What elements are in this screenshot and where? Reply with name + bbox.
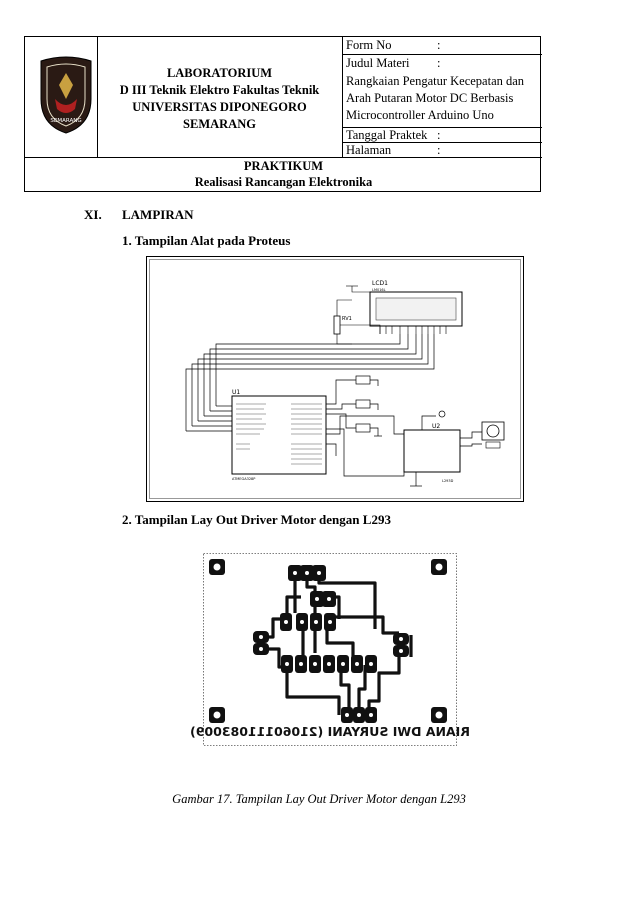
pcb-layout: RIANA DWI SURYANI (21060111083009) (190, 553, 470, 746)
motor-driver-l293d (403, 429, 461, 473)
judul-label: Judul Materi (346, 56, 410, 70)
judul-line-2: Arah Putaran Motor DC Berbasis (346, 91, 514, 105)
judul-value: Rangkaian Pengatur Kecepatan dan Arah Pu… (346, 73, 541, 124)
judul-line-3: Microcontroller Arduino Uno (346, 108, 494, 122)
judul-line-1: Rangkaian Pengatur Kecepatan dan (346, 74, 525, 88)
praktikum-subtitle: Realisasi Rancangan Elektronika (194, 175, 373, 189)
praktikum-title: PRAKTIKUM (243, 159, 324, 173)
proteus-schematic: LCD1 LM016L RV1 U1 ATMEGA328P (146, 256, 524, 502)
judul-colon: : (437, 56, 441, 70)
logo-city-text: SEMARANG (50, 118, 81, 124)
rv-label: RV1 (342, 316, 352, 322)
lab-line-1: LABORATORIUM (166, 66, 273, 80)
lcd-model: LM016L (372, 288, 386, 292)
u1-label: U1 (232, 389, 240, 396)
header-table: SEMARANG LABORATORIUM D III Teknik Elekt… (24, 36, 542, 192)
item-2-title: 2. Tampilan Lay Out Driver Motor dengan … (122, 512, 391, 527)
lab-line-2: D III Teknik Elektro Fakultas Teknik (119, 83, 320, 97)
form-no-colon: : (437, 38, 441, 52)
u2-model: L293D (442, 479, 454, 483)
section-title: LAMPIRAN (122, 207, 194, 222)
tanggal-label: Tanggal Praktek (346, 128, 428, 142)
pcb-mirrored-text: RIANA DWI SURYANI (21060111083009) (190, 724, 470, 739)
lab-title-block: LABORATORIUM D III Teknik Elektro Fakult… (97, 65, 342, 133)
u1-model: ATMEGA328P (232, 477, 255, 481)
halaman-label: Halaman (346, 143, 392, 157)
potentiometer (333, 315, 341, 335)
form-no-label: Form No (346, 38, 392, 52)
push-button-3 (355, 423, 371, 433)
tanggal-colon: : (437, 128, 441, 142)
mcu-atmega328p (231, 395, 327, 475)
lab-line-4: SEMARANG (183, 117, 256, 131)
push-button-1 (355, 375, 371, 385)
u2-label: U2 (432, 423, 440, 430)
figure-caption: Gambar 17. Tampilan Lay Out Driver Motor… (172, 792, 466, 806)
section-number: XI. (84, 207, 102, 222)
lab-line-3: UNIVERSITAS DIPONEGORO (132, 100, 307, 114)
halaman-colon: : (437, 143, 441, 157)
push-button-2 (355, 399, 371, 409)
item-1-title: 1. Tampilan Alat pada Proteus (122, 233, 291, 248)
mounting-holes (209, 559, 447, 723)
lcd-label: LCD1 (372, 280, 388, 287)
university-logo: SEMARANG (40, 56, 92, 134)
